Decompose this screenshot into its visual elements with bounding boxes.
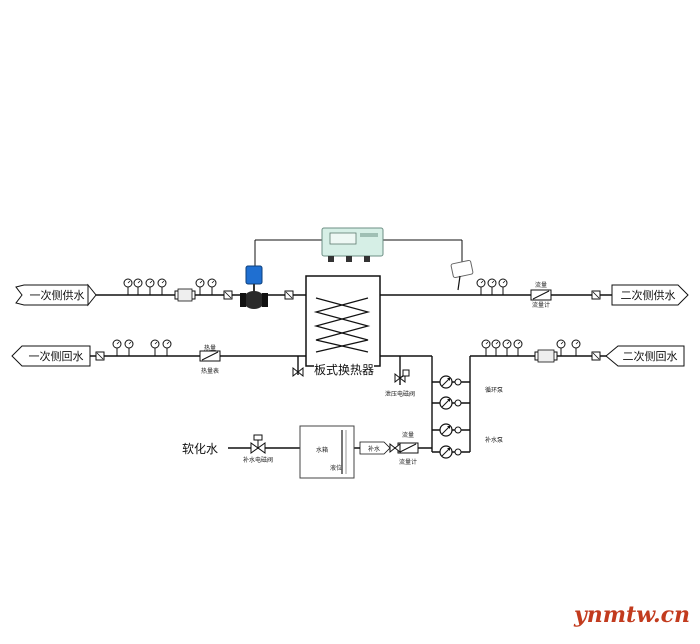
pump-icon [439, 423, 462, 437]
hx-body [305, 275, 381, 367]
heat-meter-tag: 热量 [204, 344, 216, 352]
relief-valve-label: 泄压电磁阀 [385, 390, 415, 398]
electric-control-valve [240, 265, 268, 309]
arrow-secondary-supply: 二次侧供水 [611, 284, 689, 306]
temperature-sensor [450, 259, 474, 291]
supply-flowmeter-tag: 流量 [535, 281, 547, 289]
pressure-gauge-icon [502, 339, 512, 356]
filter-icon [534, 349, 558, 363]
arrow-secondary-return: 二次侧回水 [605, 345, 685, 367]
hx-zigzag-b [313, 297, 371, 353]
soft-water-label: 软化水 [182, 442, 218, 456]
controller-display [329, 232, 357, 245]
relief-valve-coil [402, 369, 410, 377]
filter-icon [174, 288, 196, 302]
level-gauge-label: 液位 [330, 464, 342, 472]
secondary-supply-label: 二次侧供水 [621, 288, 676, 302]
makeup-check-valve-icon [389, 442, 401, 454]
makeup-solenoid-valve [250, 434, 266, 454]
controller-terminal-3 [364, 256, 370, 262]
pressure-gauge-icon [481, 339, 491, 356]
pressure-gauge-icon [112, 339, 122, 356]
pressure-gauge-icon [195, 278, 205, 295]
controller-keys [360, 233, 378, 237]
pressure-gauge-icon [157, 278, 167, 295]
valve-actuator [245, 265, 263, 285]
flange-icon [591, 351, 601, 361]
meter-icon [199, 350, 221, 362]
primary-return-label: 一次侧回水 [29, 349, 84, 363]
pressure-gauge-icon [571, 339, 581, 356]
fittings [95, 278, 601, 454]
supply-flowmeter-label: 流量计 [532, 301, 550, 309]
pumps [439, 375, 462, 459]
makeup-arrow-tag: 补水 [359, 441, 391, 455]
pressure-gauge-icon [123, 278, 133, 295]
water-tank-label: 水箱 [316, 446, 328, 454]
pressure-gauge-icon [145, 278, 155, 295]
controller-unit [321, 227, 384, 262]
flange-icon [223, 290, 233, 300]
valve-body [243, 291, 265, 309]
controller-terminal-1 [328, 256, 334, 262]
arrow-primary-supply: 一次侧供水 [15, 283, 97, 307]
circulation-pump-label: 循环泵 [485, 386, 503, 394]
makeup-tag-label: 补水 [368, 445, 380, 453]
pressure-gauge-icon [133, 278, 143, 295]
controller-terminal-2 [346, 256, 352, 262]
pressure-gauge-icon [491, 339, 501, 356]
heat-meter-label: 热量表 [201, 367, 219, 375]
primary-supply-label: 一次侧供水 [30, 288, 85, 302]
pressure-gauge-icon [513, 339, 523, 356]
makeup-pump-label: 补水泵 [485, 436, 503, 444]
flange-icon [95, 351, 105, 361]
instrument-labels: 热量表 热量 流量计 流量 泄压电磁阀 循环泵 补水泵 补水电磁阀 流量计 流量 [201, 281, 550, 466]
secondary-return-label: 二次侧回水 [623, 349, 678, 363]
water-tank: 水箱 液位 [299, 425, 355, 479]
pressure-gauge-icon [498, 278, 508, 295]
pressure-gauge-icon [556, 339, 566, 356]
flange-icon [591, 290, 601, 300]
makeup-flowmeter-label: 流量计 [399, 458, 417, 466]
pressure-gauge-icon [207, 278, 217, 295]
pressure-gauge-icon [476, 278, 486, 295]
hx-label-bg [314, 362, 374, 378]
pump-icon [439, 445, 462, 459]
hx-zigzag-a [313, 297, 371, 353]
pressure-gauge-icon [150, 339, 160, 356]
makeup-solenoid-label: 补水电磁阀 [243, 456, 273, 464]
makeup-flowmeter-tag: 流量 [402, 431, 414, 439]
meter-icon [530, 289, 552, 301]
hx-label: 板式换热器 [314, 363, 374, 377]
drain-valve-icon [292, 366, 304, 378]
meter-icon [397, 442, 419, 454]
pump-icon [439, 396, 462, 410]
arrow-primary-return: 一次侧回水 [11, 345, 91, 367]
flange-icon [284, 290, 294, 300]
plate-heat-exchanger: 板式换热器 [305, 275, 381, 378]
pump-icon [439, 375, 462, 389]
watermark: ynmtw.cn [573, 602, 690, 628]
pressure-gauge-icon [487, 278, 497, 295]
pressure-gauge-icon [162, 339, 172, 356]
pressure-gauge-icon [124, 339, 134, 356]
